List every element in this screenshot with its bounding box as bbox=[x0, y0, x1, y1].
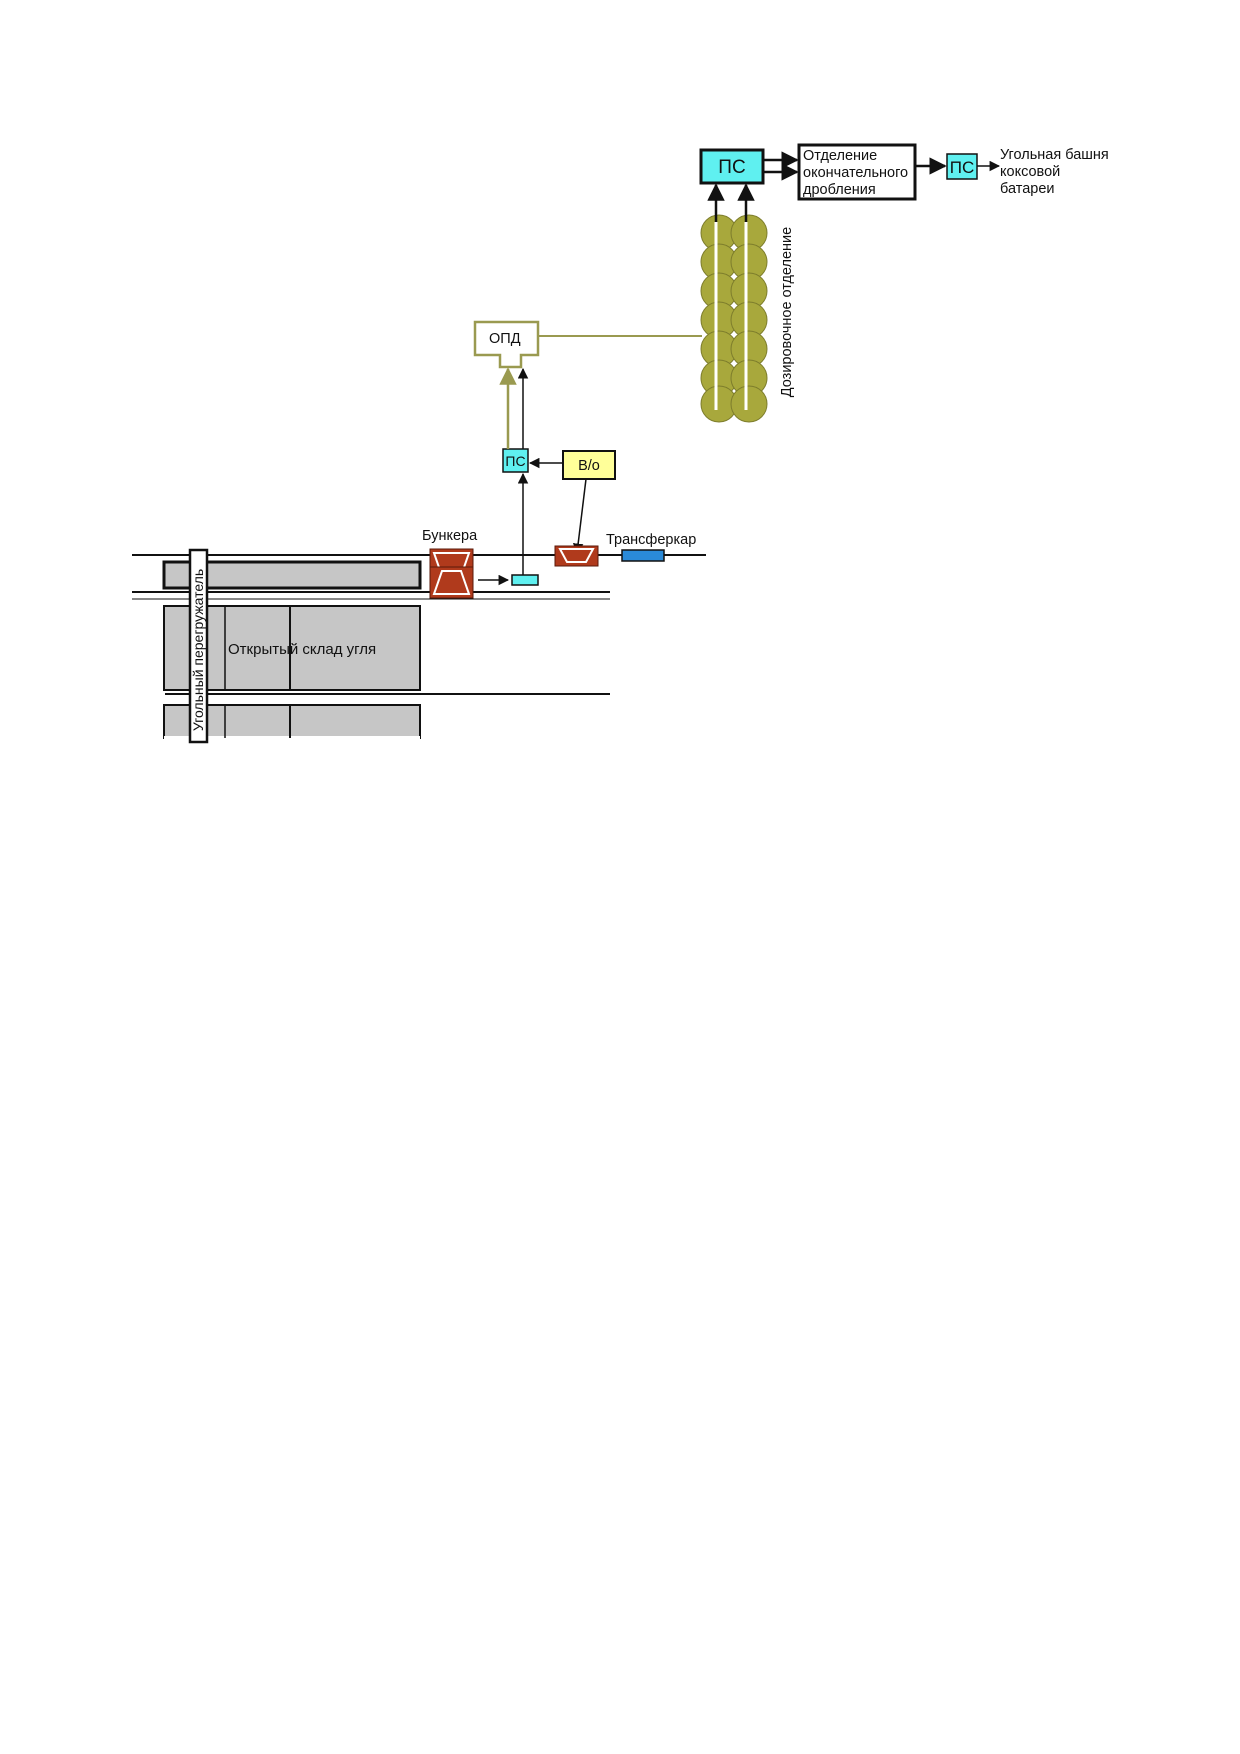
dosing-tanks-right-column bbox=[730, 214, 768, 423]
opd-label: ОПД bbox=[489, 331, 521, 347]
open-storage-label: Открытый склад угля bbox=[228, 641, 376, 658]
dosing-tanks-left-column bbox=[700, 214, 738, 423]
transfer-car-bunker bbox=[554, 545, 599, 567]
bunkers-label: Бункера bbox=[422, 528, 478, 544]
final-crushing-label-line2: окончательного bbox=[803, 165, 908, 181]
transfercar bbox=[621, 549, 665, 562]
bunker-lower bbox=[429, 566, 474, 599]
coal-tower-label-line1: Угольная башня bbox=[1000, 147, 1109, 163]
coal-reloader-label: Угольный перегружатель bbox=[190, 569, 206, 731]
vo-to-car-arrow bbox=[572, 478, 587, 555]
final-crushing-label-line1: Отделение bbox=[803, 148, 877, 164]
ps-right-block: ПС bbox=[946, 153, 978, 180]
opd-block: ОПД bbox=[473, 320, 540, 369]
dosing-section-label: Дозировочное отделение bbox=[779, 227, 795, 397]
vo-block: В/о bbox=[562, 450, 616, 480]
ps-mid-block: ПС bbox=[502, 448, 529, 473]
coal-tower-label: Угольная башня коксовой батареи bbox=[1000, 147, 1109, 197]
coal-reloader: Угольный перегружатель bbox=[188, 548, 209, 744]
coal-tower-label-line3: батареи bbox=[1000, 181, 1055, 197]
dosing-section: Дозировочное отделение bbox=[700, 183, 795, 423]
coal-tower-label-line2: коксовой bbox=[1000, 164, 1060, 180]
vo-label: В/о bbox=[578, 458, 600, 474]
final-crushing-label-line3: дробления bbox=[803, 182, 876, 198]
final-crushing-block: Отделение окончательного дробления bbox=[797, 143, 917, 201]
rail-tracks bbox=[132, 554, 706, 695]
ps-right-label: ПС bbox=[950, 158, 975, 177]
dosing-conveyor-lines bbox=[714, 222, 748, 410]
belt-feeder bbox=[511, 574, 539, 586]
ps-top-block: ПС bbox=[699, 148, 765, 185]
transfercar-label: Трансферкар bbox=[606, 532, 696, 548]
ps-to-crushing-arrows bbox=[763, 151, 799, 181]
ps-top-label: ПС bbox=[718, 157, 745, 178]
dosing-to-ps-arrows bbox=[707, 183, 755, 222]
ps-mid-label: ПС bbox=[505, 453, 525, 469]
